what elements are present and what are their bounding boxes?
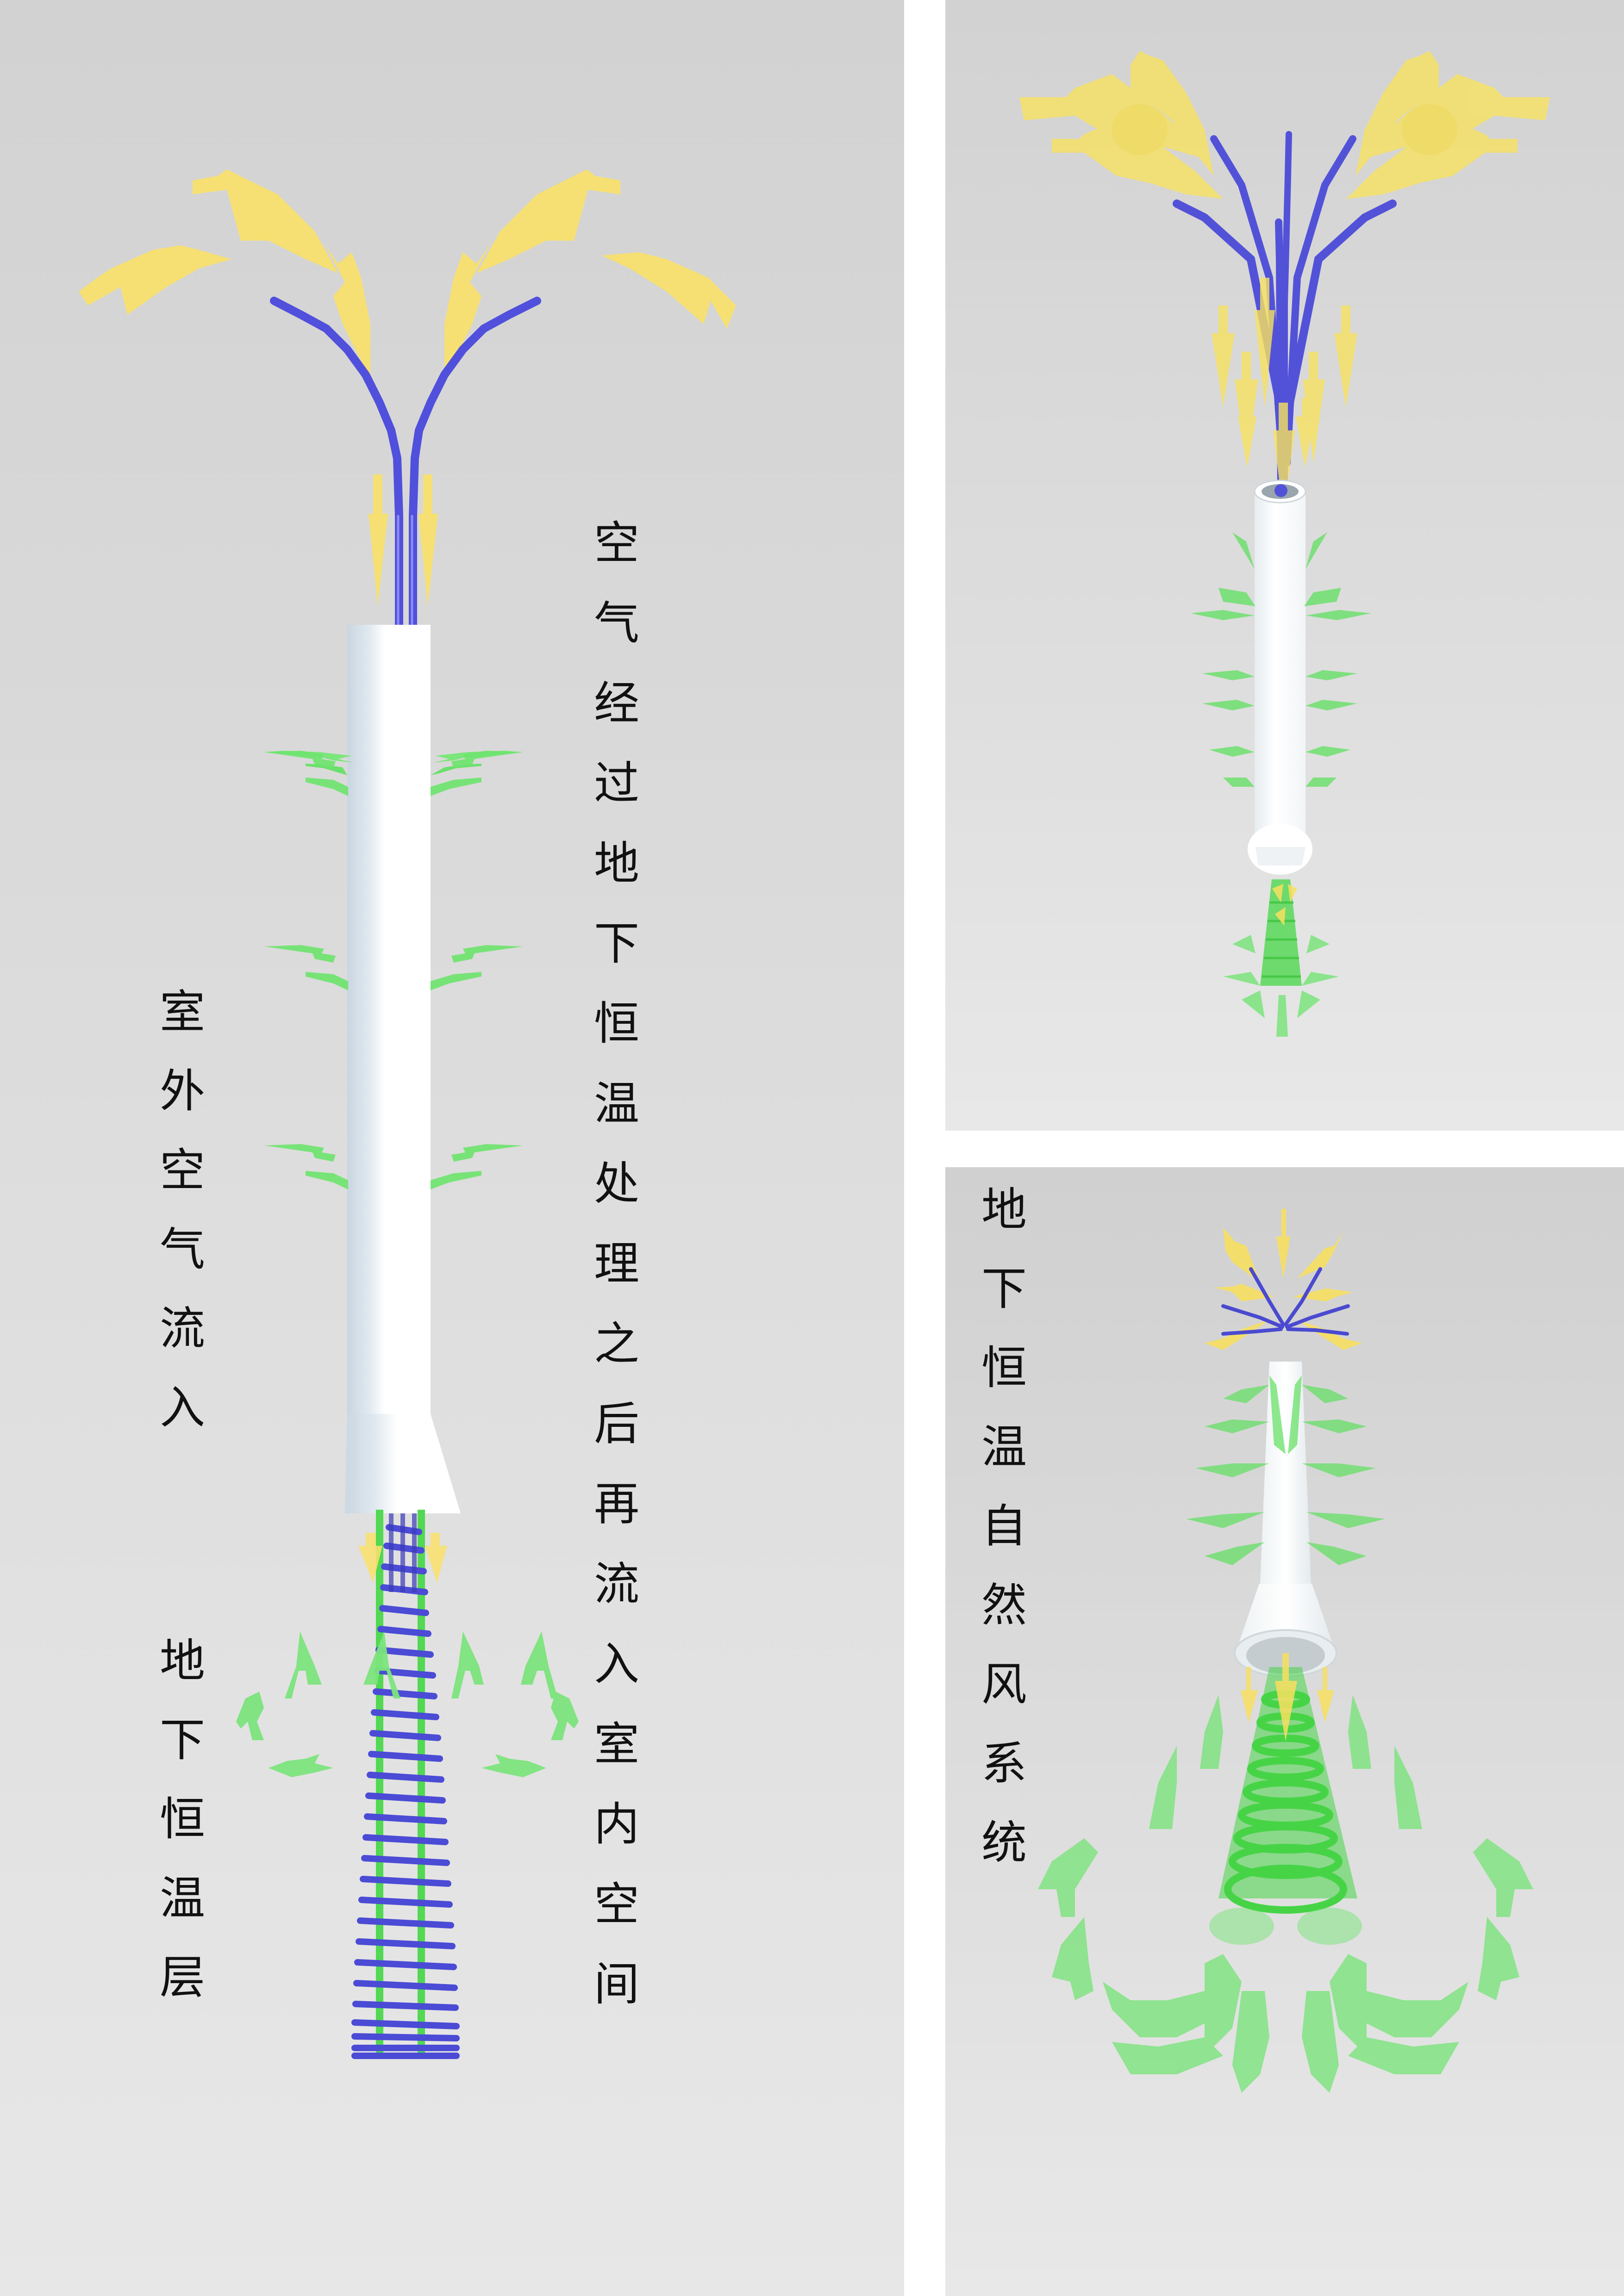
caption-char: 流: [594, 1558, 640, 1611]
panel-front-elevation: 室 外 空 气 流 入 地 下 恒 温 层 空 气 经 过 地 下 恒 温 处 …: [0, 0, 904, 2296]
caption-char: 外: [160, 1065, 206, 1118]
caption-char: 入: [594, 1638, 640, 1691]
caption-char: 恒: [594, 997, 640, 1050]
caption-char: 经: [594, 677, 640, 730]
yellow-down-arrows: [1212, 278, 1357, 514]
vertical-tube: [345, 625, 461, 1513]
green-ground-arrows: [1038, 1695, 1533, 2093]
caption-char: 空: [160, 1144, 206, 1197]
caption-char: 之: [594, 1318, 640, 1370]
vertical-tube: [1234, 1362, 1337, 1677]
caption-char: 然: [981, 1579, 1027, 1632]
caption-char: 空: [594, 517, 640, 570]
caption-char: 温: [594, 1077, 640, 1130]
caption-char: 间: [594, 1958, 640, 2011]
caption-char: 温: [160, 1872, 206, 1925]
panel-perspective-bottom: 地 下 恒 温 自 然 风 系 统: [945, 1167, 1624, 2296]
green-arrows-tier-2: [264, 945, 523, 990]
vertical-tube: [1248, 479, 1312, 875]
yellow-down-arrows-underground: [358, 1533, 447, 1583]
green-arrows-tier-1: [264, 751, 523, 796]
caption-char: 理: [594, 1238, 640, 1290]
green-treated-air-arrows: [1191, 532, 1371, 787]
caption-char: 层: [160, 1951, 206, 2004]
caption-char: 过: [594, 757, 640, 810]
green-treated-air-arrows: [1186, 1375, 1385, 1565]
green-ground-arrows: [236, 1631, 579, 1777]
caption-char: 风: [981, 1658, 1027, 1711]
yellow-outdoor-air-arrows: [1205, 1209, 1362, 1350]
caption-char: 地: [594, 837, 640, 890]
caption-system-name: 地 下 恒 温 自 然 风 系 统: [981, 1187, 1027, 1866]
panel-perspective-top: [945, 0, 1624, 1131]
blue-pipes-top: [270, 297, 541, 629]
caption-char: 流: [160, 1302, 206, 1355]
caption-char: 下: [160, 1714, 206, 1767]
caption-char: 下: [594, 917, 640, 970]
blue-spring-coil: [351, 1524, 460, 2059]
caption-char: 气: [594, 597, 640, 650]
green-arrows-tier-3: [264, 1144, 523, 1189]
caption-char: 内: [594, 1798, 640, 1851]
caption-char: 温: [981, 1421, 1027, 1474]
green-spring-coil: [1224, 1690, 1347, 1914]
caption-underground-constant-temp-layer: 地 下 恒 温 层: [160, 1638, 205, 2000]
caption-char: 气: [160, 1223, 206, 1276]
caption-process-description: 空 气 经 过 地 下 恒 温 处 理 之 后 再 流 入 室 内 空 间: [594, 521, 639, 2007]
caption-char: 系: [981, 1737, 1027, 1790]
caption-char: 室: [160, 986, 206, 1039]
caption-char: 恒: [160, 1793, 206, 1846]
caption-char: 地: [981, 1183, 1027, 1236]
blue-radial-pipes: [1221, 1267, 1350, 1336]
caption-outdoor-air-inflow: 室 外 空 气 流 入: [160, 989, 205, 1431]
caption-char: 后: [594, 1398, 640, 1450]
yellow-outdoor-air-arrows: [79, 169, 736, 606]
caption-char: 再: [594, 1478, 640, 1531]
caption-char: 统: [981, 1817, 1027, 1869]
green-spring-cone: [1218, 1667, 1357, 1914]
caption-char: 室: [594, 1718, 640, 1771]
caption-char: 自: [981, 1500, 1027, 1553]
caption-char: 恒: [981, 1342, 1027, 1394]
yellow-down-arrows: [1241, 1653, 1334, 1741]
green-spring-cone: [1223, 879, 1339, 1037]
underground-heat-exchanger: [351, 1510, 460, 2059]
yellow-outdoor-air-arrows: [1019, 51, 1550, 199]
caption-char: 入: [160, 1381, 206, 1434]
front-elevation-illustration: [79, 169, 736, 2059]
perspective-bottom-illustration: [1038, 1209, 1533, 2093]
caption-char: 空: [594, 1878, 640, 1931]
caption-char: 地: [160, 1635, 206, 1687]
caption-char: 处: [594, 1157, 640, 1210]
perspective-top-illustration: [1019, 51, 1550, 1037]
caption-char: 下: [981, 1263, 1027, 1315]
